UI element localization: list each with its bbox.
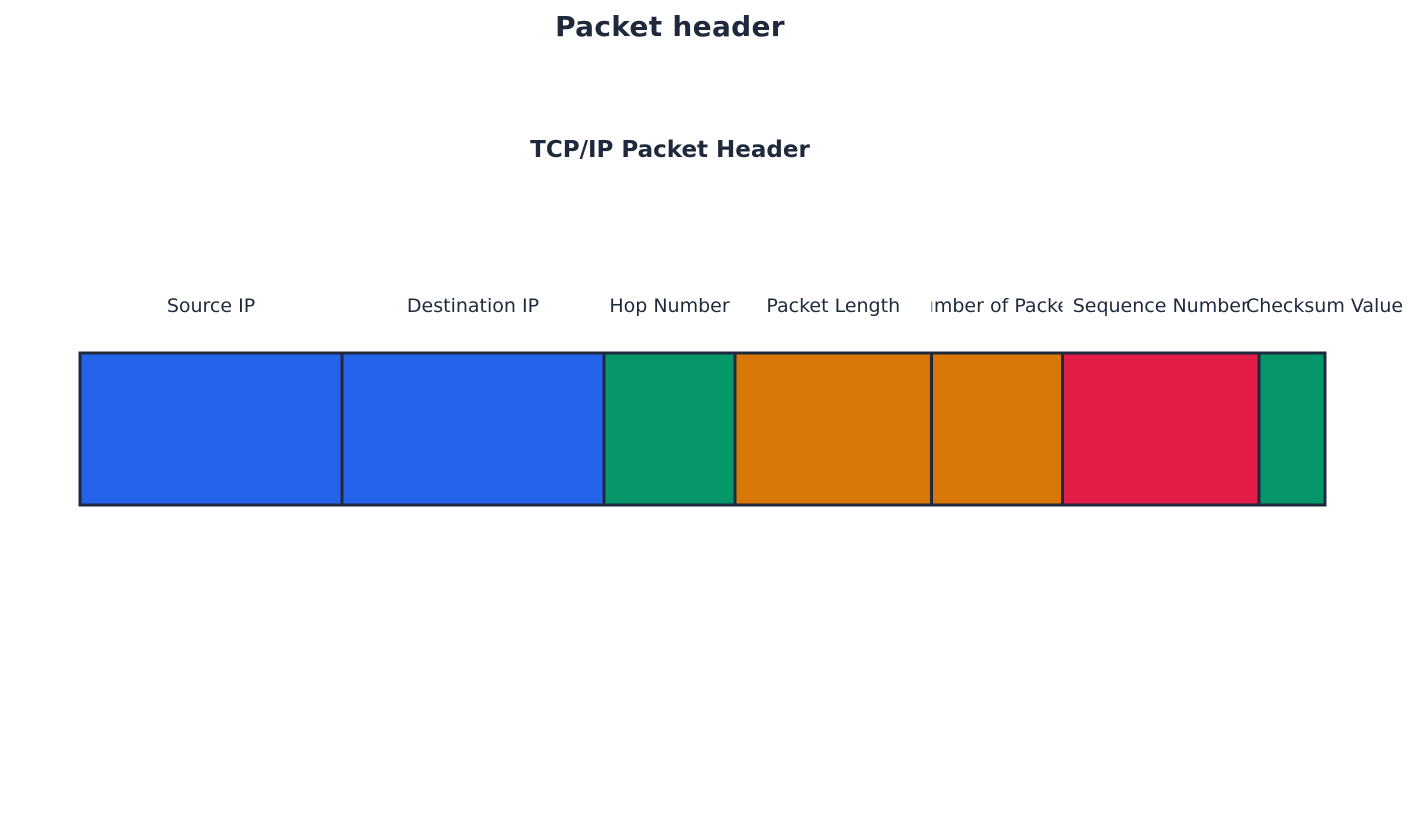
field-label-checksum-value: Checksum Value <box>1246 295 1403 317</box>
fields-layer <box>78 351 1327 507</box>
field-checksum-value <box>1257 351 1327 507</box>
field-number-of-packets <box>930 351 1064 507</box>
field-label-number-of-packets: Number of Packets <box>908 295 1087 317</box>
field-label-source-ip: Source IP <box>167 295 255 317</box>
field-sequence-number <box>1061 351 1261 507</box>
page-title: Packet header <box>555 10 785 43</box>
labels-layer: Source IP Destination IP Hop Number Packet … <box>167 295 1403 317</box>
field-hop-number <box>602 351 737 507</box>
field-source-ip <box>78 351 344 507</box>
field-label-packet-length: Packet Length <box>766 295 900 317</box>
field-label-destination-ip: Destination IP <box>407 295 539 317</box>
field-packet-length <box>733 351 933 507</box>
field-label-hop-number: Hop Number <box>609 295 730 317</box>
field-label-sequence-number: Sequence Number <box>1073 295 1249 317</box>
field-destination-ip <box>340 351 606 507</box>
diagram-title: TCP/IP Packet Header <box>530 137 810 163</box>
